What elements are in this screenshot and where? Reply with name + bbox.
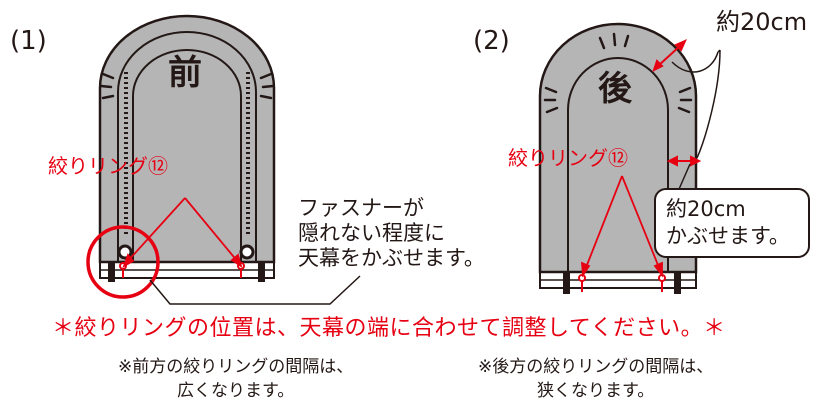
rear-highlight-marks [543, 32, 693, 114]
front-canopy-shape [98, 14, 276, 264]
fastener-leader-line [149, 275, 361, 305]
top-dimension-leader [671, 51, 719, 73]
front-canopy [86, 14, 361, 305]
front-ring-label: 絞りリング⑫ [48, 154, 168, 178]
front-zoom-circle [86, 225, 160, 299]
side-dimension-arrow [666, 155, 702, 167]
callout-leader [696, 49, 721, 159]
rear-ring-label: 絞りリング⑫ [508, 146, 628, 170]
front-highlight-marks [99, 72, 275, 100]
panel-1-label: (1) [10, 26, 47, 56]
footer-rear-note: ※後方の絞りリングの間隔は、 狭くなります。 [478, 357, 714, 401]
front-grommet-right [239, 244, 255, 260]
footer-front-note: ※前方の絞りリングの間隔は、 広くなります。 [118, 357, 354, 401]
panel-2-label: (2) [473, 26, 510, 56]
top-dimension-label: 約20cm [716, 8, 808, 36]
rear-canopy-label: 後 [598, 69, 632, 109]
footer-main-note: ＊絞りリングの位置は、天幕の端に合わせて調整してください。＊ [52, 316, 726, 341]
side-callout-text: 約20cm かぶせます。 [666, 197, 790, 248]
front-canopy-label: 前 [168, 53, 202, 93]
fastener-note: ファスナーが 隠れない程度に 天幕をかぶせます。 [298, 196, 485, 270]
rear-ring-arrows [580, 175, 663, 278]
top-dimension-arrow [652, 39, 687, 72]
front-ring-arrows [122, 197, 243, 269]
side-callout-box: 約20cm かぶせます。 [654, 188, 810, 258]
